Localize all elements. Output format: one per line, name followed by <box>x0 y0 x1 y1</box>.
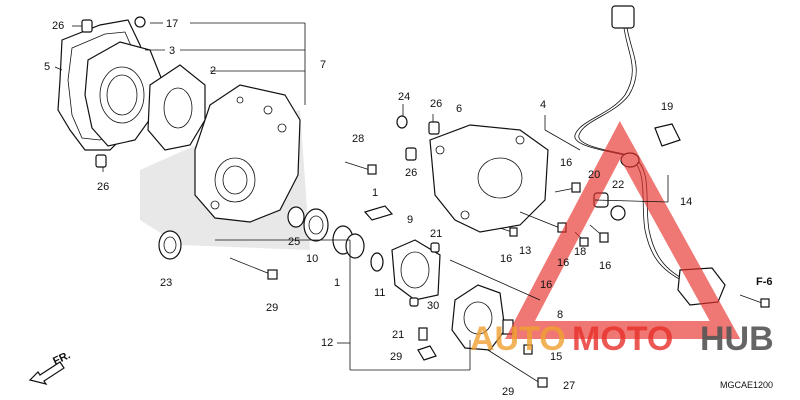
callout-2: 2 <box>210 65 216 77</box>
callout-10: 10 <box>306 253 318 265</box>
callout-29: 29 <box>390 351 402 363</box>
callout-12: 12 <box>321 337 333 349</box>
callout-21: 21 <box>392 329 404 341</box>
callout-20: 20 <box>588 169 600 181</box>
callout-3: 3 <box>169 45 175 57</box>
callout-18: 18 <box>574 246 586 258</box>
sensor-parts <box>417 327 437 361</box>
wire-harness <box>574 5 726 306</box>
reference-code: MGCAE1200 <box>720 380 773 390</box>
callout-14: 14 <box>680 196 692 208</box>
bushes <box>409 242 440 307</box>
collars <box>81 16 440 168</box>
oil-seal <box>158 230 182 260</box>
callout-24: 24 <box>398 91 410 103</box>
actuator <box>451 284 533 355</box>
callout-26: 26 <box>430 98 442 110</box>
callout-16: 16 <box>599 260 611 272</box>
callout-13: 13 <box>519 245 531 257</box>
direction-label: FR. <box>51 349 72 367</box>
watermark-text-hub: HUB <box>700 320 774 358</box>
callout-21: 21 <box>430 228 442 240</box>
callout-7: 7 <box>320 59 326 71</box>
callout-19: 19 <box>661 101 673 113</box>
callout-30: 30 <box>427 300 439 312</box>
callout-27: 27 <box>563 380 575 392</box>
callout-26: 26 <box>97 181 109 193</box>
callout-11: 11 <box>374 287 385 299</box>
callout-6: 6 <box>456 103 462 115</box>
callout-16: 16 <box>557 257 569 269</box>
callout-4: 4 <box>540 99 546 111</box>
callout-22: 22 <box>612 179 624 191</box>
callout-5: 5 <box>44 61 50 73</box>
callout-f-6: F-6 <box>756 276 773 288</box>
front-direction-arrow: FR. <box>28 349 72 385</box>
callout-16: 16 <box>500 253 512 265</box>
callout-29: 29 <box>502 386 514 398</box>
watermark-text-moto: MOTO <box>572 320 673 358</box>
callout-1: 1 <box>334 277 340 289</box>
pump-gasket <box>391 239 441 301</box>
valve-body <box>429 124 549 233</box>
callout-26: 26 <box>52 20 64 32</box>
callout-15: 15 <box>550 351 562 363</box>
callout-25: 25 <box>288 236 300 248</box>
callout-23: 23 <box>160 277 172 289</box>
shaft-assembly <box>287 205 394 272</box>
callout-9: 9 <box>407 214 413 226</box>
callout-28: 28 <box>352 133 364 145</box>
callout-29: 29 <box>266 302 278 314</box>
main-cover <box>194 84 301 223</box>
bolts <box>229 161 770 388</box>
callout-1: 1 <box>372 187 378 199</box>
callout-17: 17 <box>166 18 178 30</box>
seal-plate <box>147 64 206 151</box>
callout-16: 16 <box>540 279 552 291</box>
watermark-text-auto: AUTO <box>470 320 566 358</box>
callout-16: 16 <box>560 157 572 169</box>
leader-lines <box>54 22 669 371</box>
callout-26: 26 <box>405 167 417 179</box>
callout-8: 8 <box>557 309 563 321</box>
inner-cover <box>84 41 163 147</box>
watermark-logo: AUTO MOTO HUB <box>470 121 774 358</box>
